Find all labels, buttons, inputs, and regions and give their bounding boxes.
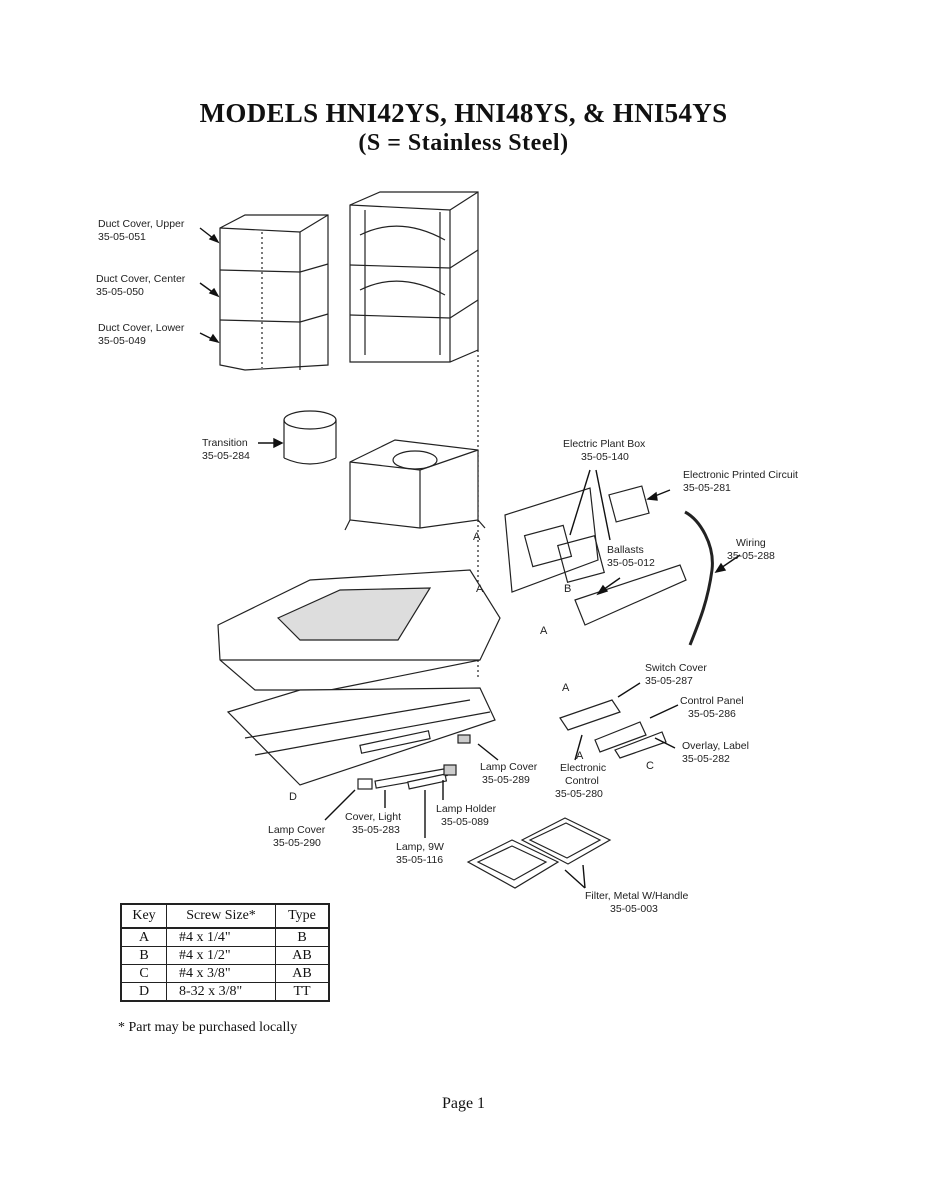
part-number-printed-circuit: 35-05-281 [683,482,731,494]
key-a-marker: A [576,750,584,762]
label-wiring: Wiring [736,537,766,549]
part-number-duct-upper: 35-05-051 [98,231,146,243]
page-title: MODELS HNI42YS, HNI48YS, & HNI54YS [199,98,728,128]
label-lamp: Lamp, 9W [396,841,444,853]
table-header-row: Key Screw Size* Type [120,903,330,929]
lamp-cover-right-drawing [457,734,471,744]
filters-drawing [466,817,612,889]
label-transition: Transition [202,437,248,449]
label-cover-light: Cover, Light [345,811,401,823]
label-electronic-control-2: Control [565,775,599,787]
label-duct-center: Duct Cover, Center [96,273,186,285]
part-number-electronic-control: 35-05-280 [555,788,603,800]
screw-size-table: Key Screw Size* Type A #4 x 1/4" B B #4 … [120,903,330,1002]
table-cell: AB [275,964,330,983]
part-number-wiring: 35-05-288 [727,550,775,562]
lamp-holder-drawing [443,764,457,776]
table-cell: D [120,982,167,1002]
table-header: Type [275,903,330,929]
table-row: D 8-32 x 3/8" TT [120,982,330,1002]
part-number-lamp-holder: 35-05-089 [441,816,489,828]
footnote: * Part may be purchased locally [118,1020,298,1035]
lamp-drawing [407,773,448,790]
table-cell: C [120,964,167,983]
page-subtitle: (S = Stainless Steel) [358,130,569,156]
part-number-lamp: 35-05-116 [396,854,443,866]
part-number-filter: 35-05-003 [610,903,658,915]
key-a-marker: A [476,583,484,595]
label-control-panel: Control Panel [680,695,744,707]
label-switch-cover: Switch Cover [645,662,707,674]
table-row: B #4 x 1/2" AB [120,946,330,965]
part-number-transition: 35-05-284 [202,450,250,462]
part-number-plant-box: 35-05-140 [581,451,629,463]
table-cell: #4 x 1/4" [166,927,276,947]
part-number-cover-light: 35-05-283 [352,824,400,836]
page-number: Page 1 [441,1095,486,1112]
label-duct-upper: Duct Cover, Upper [98,218,185,230]
control-assembly-drawing [559,699,667,759]
label-filter: Filter, Metal W/Handle [585,890,688,902]
label-lamp-cover-right: Lamp Cover [480,761,538,773]
blower-box-drawing [344,439,486,531]
transition-drawing [283,410,337,465]
duct-cover-drawing [219,214,329,371]
part-number-lamp-cover-right: 35-05-289 [482,774,530,786]
plant-box-drawing [504,485,714,646]
part-number-duct-center: 35-05-050 [96,286,144,298]
part-number-ballasts: 35-05-012 [607,557,655,569]
key-d-marker: D [289,791,297,803]
label-lamp-holder: Lamp Holder [436,803,497,815]
label-plant-box: Electric Plant Box [563,438,646,450]
label-ballasts: Ballasts [607,544,644,556]
table-cell: #4 x 1/2" [166,946,276,965]
part-number-lamp-cover-left: 35-05-290 [273,837,321,849]
label-lamp-cover-left: Lamp Cover [268,824,326,836]
table-header: Key [120,903,167,929]
table-cell: B [275,927,330,947]
table-row: A #4 x 1/4" B [120,927,330,947]
table-header: Screw Size* [166,903,276,929]
table-cell: AB [275,946,330,965]
table-cell: A [120,927,167,947]
table-row: C #4 x 3/8" AB [120,964,330,983]
lamp-cover-left-drawing [357,778,373,790]
part-number-duct-lower: 35-05-049 [98,335,146,347]
label-electronic-control: Electronic [560,762,606,774]
table-cell: TT [275,982,330,1002]
range-hood-drawing [217,569,501,786]
key-a-marker: A [562,682,570,694]
key-c-marker: C [646,760,654,772]
part-number-switch-cover: 35-05-287 [645,675,693,687]
key-a-marker: A [473,531,481,543]
label-overlay: Overlay, Label [682,740,749,752]
part-number-overlay: 35-05-282 [682,753,730,765]
part-number-control-panel: 35-05-286 [688,708,736,720]
key-b-marker: B [564,583,571,595]
table-cell: B [120,946,167,965]
label-duct-lower: Duct Cover, Lower [98,322,185,334]
label-printed-circuit: Electronic Printed Circuit [683,469,798,481]
key-a-marker: A [540,625,548,637]
table-cell: #4 x 3/8" [166,964,276,983]
table-cell: 8-32 x 3/8" [166,982,276,1002]
